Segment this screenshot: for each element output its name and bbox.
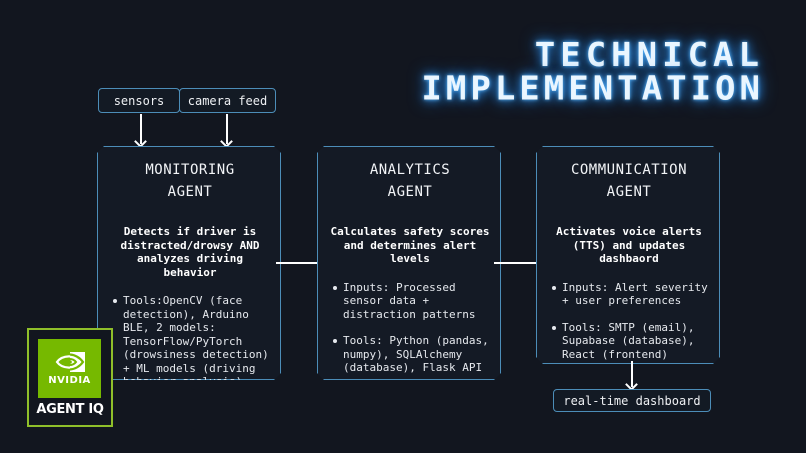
output-real-time-dashboard: real-time dashboard xyxy=(553,389,711,412)
analytics-agent-bullets: Inputs: Processed sensor data + distract… xyxy=(330,281,490,375)
page-title: TECHNICAL IMPLEMENTATION xyxy=(421,39,764,106)
communication-agent-title: COMMUNICATION AGENT xyxy=(549,159,709,203)
arrow-camera-to-monitoring xyxy=(220,114,233,148)
analytics-agent-box: ANALYTICS AGENT Calculates safety scores… xyxy=(317,146,501,380)
monitoring-agent-bullets: Tools:OpenCV (face detection), Arduino B… xyxy=(110,294,270,389)
input-sensors: sensors xyxy=(98,88,180,113)
monitoring-agent-bullet-tools: Tools:OpenCV (face detection), Arduino B… xyxy=(110,294,270,389)
communication-agent-bullet-inputs: Inputs: Alert severity + user preference… xyxy=(549,281,709,308)
communication-agent-description: Activates voice alerts (TTS) and updates… xyxy=(556,225,702,265)
arrow-analytics-to-communication xyxy=(494,256,544,269)
nvidia-agent-iq-logo: NVIDIA AGENT IQ xyxy=(27,328,113,427)
nvidia-tile: NVIDIA xyxy=(38,339,101,398)
analytics-agent-description: Calculates safety scores and determines … xyxy=(330,225,490,265)
title-line-1: TECHNICAL xyxy=(534,35,764,75)
nvidia-eye-icon xyxy=(55,351,85,372)
communication-agent-bullets: Inputs: Alert severity + user preference… xyxy=(549,281,709,362)
analytics-agent-title-line2: AGENT xyxy=(387,184,433,200)
analytics-agent-title-line1: ANALYTICS xyxy=(369,162,451,178)
monitoring-agent-title-line1: MONITORING xyxy=(145,162,235,178)
monitoring-agent-description: Detects if driver is distracted/drowsy A… xyxy=(120,225,260,279)
output-label: real-time dashboard xyxy=(563,393,701,408)
agent-iq-label: AGENT IQ xyxy=(36,402,104,417)
monitoring-agent-title: MONITORING AGENT xyxy=(110,159,270,203)
input-camera-feed-label: camera feed xyxy=(187,93,268,108)
input-camera-feed: camera feed xyxy=(179,88,276,113)
communication-agent-box: COMMUNICATION AGENT Activates voice aler… xyxy=(536,146,720,364)
analytics-agent-title: ANALYTICS AGENT xyxy=(330,159,490,203)
arrow-sensors-to-monitoring xyxy=(134,114,147,148)
analytics-agent-bullet-tools: Tools: Python (pandas, numpy), SQLAlchem… xyxy=(330,334,490,375)
arrow-communication-to-dashboard xyxy=(625,361,638,391)
nvidia-wordmark: NVIDIA xyxy=(48,374,91,386)
input-sensors-label: sensors xyxy=(113,93,165,108)
communication-agent-bullet-tools: Tools: SMTP (email), Supabase (database)… xyxy=(549,321,709,362)
communication-agent-title-line1: COMMUNICATION xyxy=(570,162,688,178)
title-line-2: IMPLEMENTATION xyxy=(421,69,764,109)
monitoring-agent-box: MONITORING AGENT Detects if driver is di… xyxy=(97,146,281,380)
arrow-monitoring-to-analytics xyxy=(276,256,326,269)
communication-agent-title-line2: AGENT xyxy=(606,184,652,200)
analytics-agent-bullet-inputs: Inputs: Processed sensor data + distract… xyxy=(330,281,490,322)
monitoring-agent-title-line2: AGENT xyxy=(167,184,213,200)
